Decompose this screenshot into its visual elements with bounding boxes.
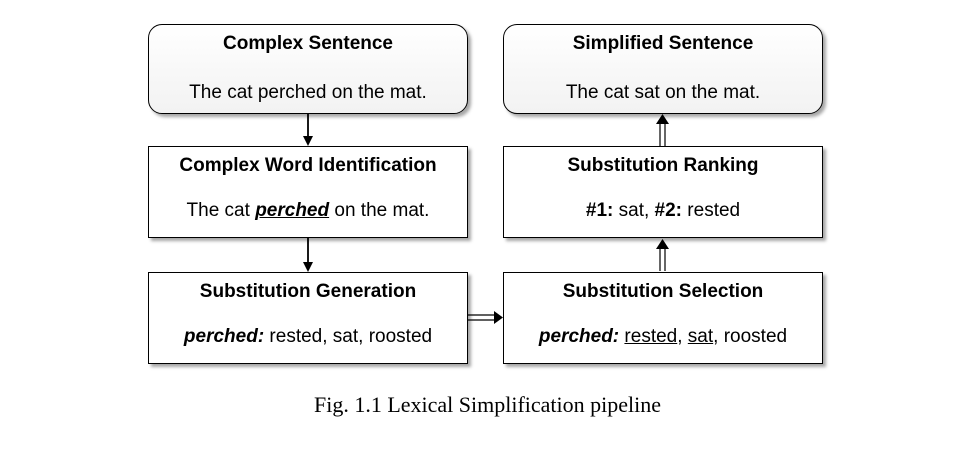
substitution-selection-box: Substitution Selection perched: rested, … (503, 272, 823, 364)
rank1-label: #1: (585, 200, 614, 221)
generation-title: Substitution Generation (199, 281, 417, 302)
rank2-label: #2: (654, 200, 683, 221)
arrow-generation-to-selection (468, 311, 503, 324)
generation-text: perched: rested, sat, roosted (149, 325, 467, 349)
figure-caption: Fig. 1.1 Lexical Simplification pipeline (313, 392, 662, 417)
rank1-value: sat, (613, 200, 655, 221)
substitution-ranking-box: Substitution Ranking #1: sat, #2: rested (503, 146, 823, 238)
selection-rest: , roosted (713, 326, 788, 347)
cwi-highlighted-word: perched (255, 200, 330, 221)
selected-word-2: sat (687, 326, 714, 347)
arrow-ranking-to-simplified (656, 114, 669, 146)
simplified-sentence-title: Simplified Sentence (572, 33, 754, 54)
simplified-sentence-box: Simplified Sentence The cat sat on the m… (503, 24, 823, 114)
complex-sentence-text: The cat perched on the mat. (189, 82, 427, 103)
ranking-text: #1: sat, #2: rested (504, 199, 822, 223)
selection-separator: , (677, 326, 688, 347)
cwi-title: Complex Word Identification (179, 155, 437, 176)
cwi-text-after: on the mat. (329, 200, 430, 221)
ranking-title: Substitution Ranking (567, 155, 759, 176)
selection-label: perched: (538, 326, 620, 347)
complex-sentence-title: Complex Sentence (223, 33, 393, 54)
cwi-text-before: The cat (186, 200, 256, 221)
arrow-selection-to-ranking (656, 239, 669, 271)
rank2-value: rested (682, 200, 741, 221)
selection-title: Substitution Selection (562, 281, 764, 302)
selected-word-1: rested (624, 326, 678, 347)
complex-word-identification-box: Complex Word Identification The cat perc… (148, 146, 468, 238)
selection-text: perched: rested, sat, roosted (504, 325, 822, 349)
generation-candidates: rested, sat, roosted (264, 326, 433, 347)
complex-sentence-box: Complex Sentence The cat perched on the … (148, 24, 468, 114)
generation-label: perched: (183, 326, 265, 347)
substitution-generation-box: Substitution Generation perched: rested,… (148, 272, 468, 364)
cwi-text: The cat perched on the mat. (149, 199, 467, 223)
simplified-sentence-text: The cat sat on the mat. (565, 82, 761, 103)
